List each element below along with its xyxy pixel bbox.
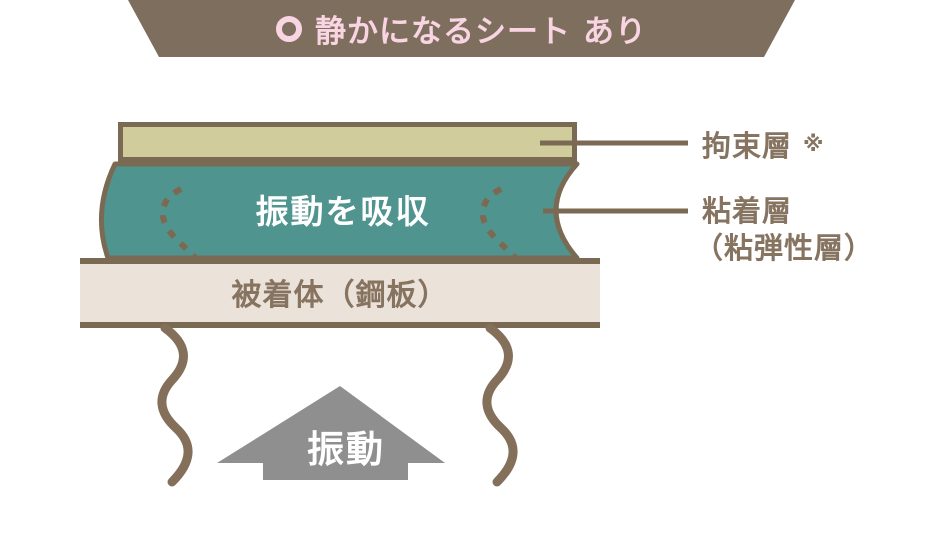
note-asterisk-mark: ※ [803,132,825,156]
vibration-arrow [217,386,445,480]
circle-good-mark-icon [276,15,302,42]
vibration-wave-right [482,323,518,487]
constraining-layer-shape [118,122,577,162]
banner-title: 静かになるシート [315,14,571,49]
adherend-shape [80,259,600,327]
adhesive-layer-text-line2: （粘弾性層） [694,233,875,265]
adhesive-layer-label: 粘着層 （粘弾性層） [694,194,874,268]
adhesive-layer-text-line1: 粘着層 [702,196,793,228]
banner-title-suffix: あり [583,14,647,49]
vibration-wave-left [157,323,193,487]
vibration-arrow-label: 振動 [307,429,385,470]
banner-trapezoid [128,0,795,57]
adherend-label: 被着体（鋼板） [231,279,449,312]
constraining-layer-text: 拘束層 [702,131,793,163]
banner: 静かになるシート あり [128,0,795,57]
absorb-vibration-label: 振動を吸収 [255,193,431,230]
constraining-layer-label: 拘束層 ※ [702,127,825,163]
adhesive-layer-shape [98,161,580,261]
